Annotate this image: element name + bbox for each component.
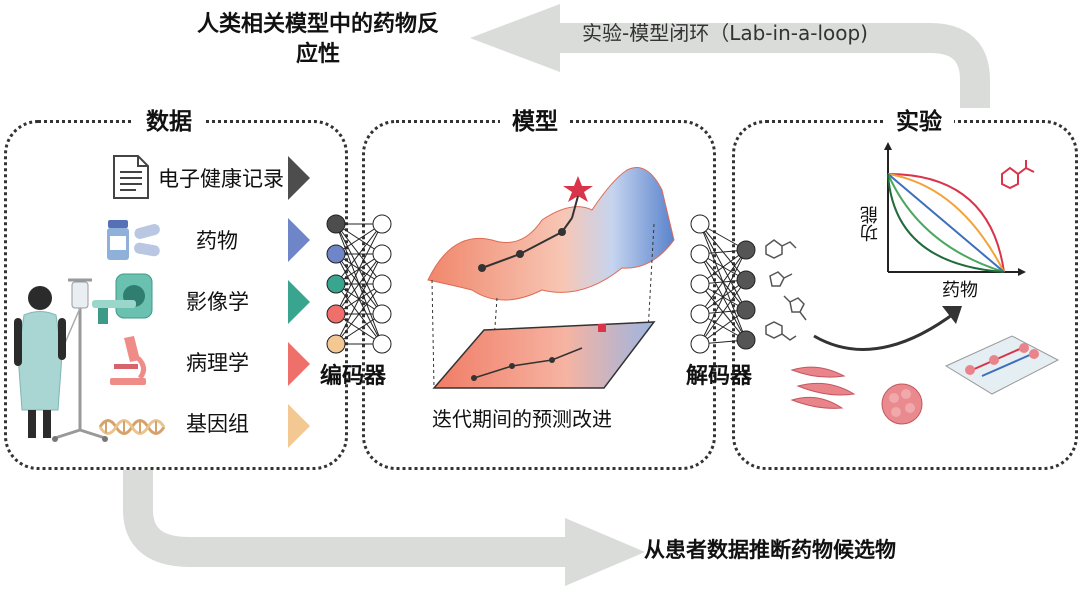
red-molecule-icon xyxy=(1001,160,1035,190)
imaging-marker xyxy=(288,280,310,324)
encoder-input-node xyxy=(326,244,346,264)
dna-icon xyxy=(98,419,166,435)
loop-label: 实验-模型闭环（Lab-in-a-loop) xyxy=(582,21,868,45)
document-icon xyxy=(113,155,149,199)
molecule-icons xyxy=(765,239,807,341)
data-item-pathology: 病理学 xyxy=(186,351,249,375)
ehr-marker xyxy=(288,156,310,200)
encoder-input-node xyxy=(326,304,346,324)
model-caption: 迭代期间的预测改进 xyxy=(432,407,612,431)
encoder-input-node xyxy=(326,274,346,294)
decoder-output-node xyxy=(736,240,756,260)
drugs-marker xyxy=(288,218,310,262)
chart-x-axis-label: 药物 xyxy=(942,280,978,301)
experiment-panel-title: 实验 xyxy=(884,108,954,136)
decoder-output-node xyxy=(736,330,756,350)
decoder-output-node xyxy=(736,270,756,290)
decoder-label: 解码器 xyxy=(686,364,753,389)
optimum-star-icon xyxy=(563,176,593,202)
encoder-input-node xyxy=(326,214,346,234)
decoder-hidden-node xyxy=(690,334,710,354)
chart-y-axis-label: 功能 xyxy=(860,206,881,242)
decoder-output-node xyxy=(736,300,756,320)
microscope-icon xyxy=(110,336,146,385)
organoid-icon xyxy=(881,383,923,425)
patient-icon xyxy=(14,278,108,442)
bottom-label: 从患者数据推断药物候选物 xyxy=(644,538,896,562)
decoder-hidden-node xyxy=(690,274,710,294)
encoder-hidden-node xyxy=(372,244,392,264)
encoder-hidden-node xyxy=(372,334,392,354)
model-panel-title: 模型 xyxy=(500,108,570,136)
top-left-title-line2: 应性 xyxy=(295,42,340,67)
pill-bottle-icon xyxy=(107,220,160,260)
data-item-markers xyxy=(288,156,310,448)
genome-marker xyxy=(288,404,310,448)
encoder-network xyxy=(326,214,392,354)
decoder-network xyxy=(690,214,756,354)
data-panel-title: 数据 xyxy=(134,108,204,136)
top-left-title-line1: 人类相关模型中的药物反 xyxy=(196,12,439,37)
encoder-hidden-node xyxy=(372,214,392,234)
mri-scanner-icon xyxy=(92,273,153,324)
top-left-title: 人类相关模型中的药物反 应性 xyxy=(158,10,478,70)
decoder-hidden-node xyxy=(690,214,710,234)
data-item-imaging: 影像学 xyxy=(186,290,249,314)
dose-response-chart xyxy=(884,142,1026,276)
encoder-hidden-node xyxy=(372,274,392,294)
pathology-marker xyxy=(288,342,310,386)
loss-landscape xyxy=(427,167,675,389)
experiment-arrow xyxy=(813,306,962,351)
encoder-hidden-node xyxy=(372,304,392,324)
decoder-hidden-node xyxy=(690,304,710,324)
encoder-label: 编码器 xyxy=(320,364,387,389)
organ-chip-icon xyxy=(944,335,1060,395)
data-item-genome: 基因组 xyxy=(186,412,249,436)
data-item-drugs: 药物 xyxy=(196,229,238,253)
data-item-ehr: 电子健康记录 xyxy=(158,167,284,191)
encoder-input-node xyxy=(326,334,346,354)
muscle-cells-icon xyxy=(790,366,856,409)
decoder-hidden-node xyxy=(690,244,710,264)
